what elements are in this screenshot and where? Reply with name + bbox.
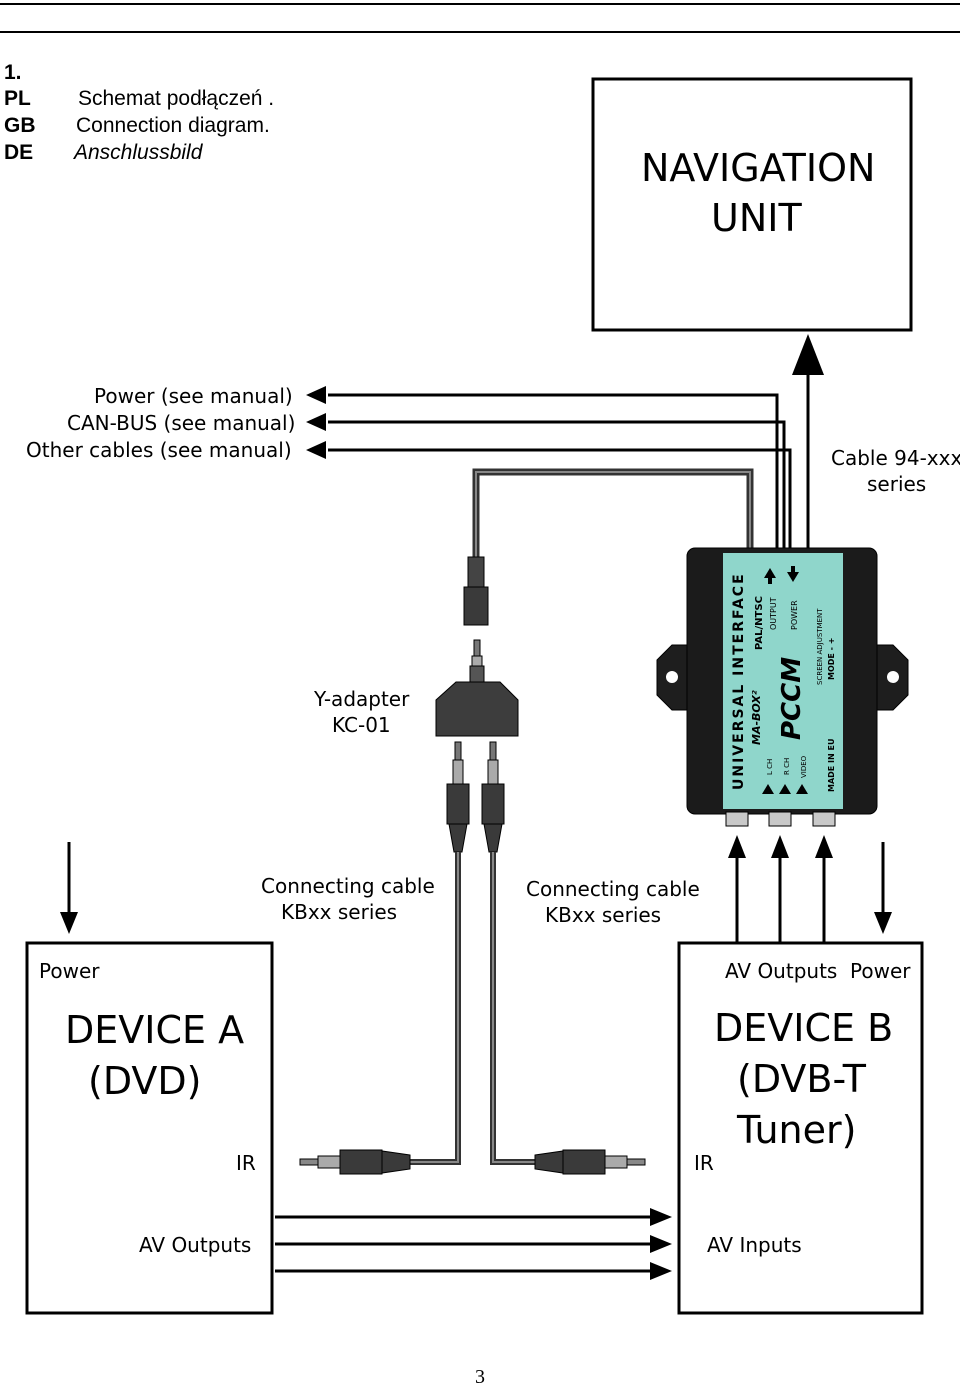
- interface-video: VIDEO: [800, 755, 808, 778]
- interface-pal: PAL/NTSC: [754, 596, 765, 650]
- interface-title: UNIVERSAL INTERFACE: [731, 572, 747, 790]
- section-number: 1.: [4, 61, 22, 84]
- av-up-arrow-2: [771, 835, 789, 858]
- av-arrow-1: [650, 1208, 672, 1226]
- cable-bundle: [328, 370, 810, 548]
- power-arrow-device-b: [874, 912, 892, 934]
- device-b-ir: IR: [694, 1151, 714, 1175]
- arrow-other-out: [306, 441, 326, 459]
- arrow-power-out: [306, 386, 326, 404]
- interface-box: [656, 547, 909, 827]
- y-adapter-label-2: KC-01: [332, 713, 391, 737]
- navigation-unit-title-2: UNIT: [711, 196, 802, 240]
- y-adapter-label-1: Y-adapter: [314, 687, 410, 711]
- caption-pl: Schemat podłączeń .: [78, 87, 275, 110]
- lang-code-gb: GB: [4, 114, 36, 137]
- interface-mode: MODE - +: [827, 638, 836, 680]
- interface-made: MADE IN EU: [827, 739, 836, 792]
- interface-lch: L CH: [766, 759, 774, 775]
- female-jack-plug: [463, 556, 489, 626]
- device-b-av-outputs: AV Outputs: [725, 959, 838, 983]
- canbus-cable-label: CAN-BUS (see manual): [67, 411, 296, 435]
- interface-screen: SCREEN ADJUSTMENT: [816, 608, 824, 685]
- lang-code-de: DE: [4, 141, 34, 164]
- av-arrow-2: [650, 1235, 672, 1253]
- jack-plug-right: [534, 1149, 646, 1175]
- lang-code-pl: PL: [4, 87, 31, 110]
- jack-plug-left: [299, 1149, 411, 1175]
- page-number: 3: [475, 1366, 485, 1388]
- device-b-av-inputs: AV Inputs: [707, 1233, 802, 1257]
- top-rule: [0, 3, 960, 5]
- connecting-cable-left-2: KBxx series: [281, 900, 398, 924]
- other-cables-label: Other cables (see manual): [26, 438, 292, 462]
- device-a-ir: IR: [236, 1151, 256, 1175]
- interface-brand: PCCM: [777, 657, 807, 740]
- caption-de: Anschlussbild: [74, 141, 203, 164]
- device-a-box: [25, 941, 274, 1315]
- device-b-power: Power: [850, 959, 911, 983]
- power-arrow-device-a: [60, 912, 78, 934]
- device-b-subtitle-2: Tuner): [737, 1108, 857, 1152]
- navigation-unit-box: [591, 77, 913, 332]
- av-arrow-3: [650, 1262, 672, 1280]
- interface-model: MA-BOX²: [750, 690, 763, 745]
- device-b-subtitle-1: (DVB-T: [737, 1057, 866, 1101]
- arrow-canbus-out: [306, 413, 326, 431]
- av-up-arrow-1: [728, 835, 746, 858]
- interface-output: OUTPUT: [769, 597, 778, 630]
- audio-cable-top: [472, 468, 754, 560]
- interface-rch: R CH: [783, 758, 791, 775]
- device-a-power: Power: [39, 959, 100, 983]
- connecting-cable-right-1: Connecting cable: [526, 877, 700, 901]
- interface-power: POWER: [790, 600, 799, 630]
- device-a-subtitle: (DVD): [88, 1059, 202, 1103]
- device-b-title: DEVICE B: [714, 1006, 894, 1050]
- device-b-box: [677, 941, 924, 1315]
- header-rule: [0, 31, 960, 33]
- av-up-arrow-3: [815, 835, 833, 858]
- connecting-cable-left-1: Connecting cable: [261, 874, 435, 898]
- navigation-unit-title-1: NAVIGATION: [641, 146, 876, 190]
- device-a-title: DEVICE A: [65, 1008, 245, 1052]
- cable-94-label-2: series: [867, 472, 927, 496]
- y-adapter: [435, 639, 519, 853]
- arrow-to-navigation: [792, 334, 824, 375]
- caption-gb: Connection diagram.: [76, 114, 270, 137]
- av-links: [275, 1215, 652, 1273]
- connecting-cable-right-2: KBxx series: [545, 903, 662, 927]
- cable-94-label-1: Cable 94-xxx: [831, 446, 960, 470]
- device-a-av-outputs: AV Outputs: [139, 1233, 252, 1257]
- power-cable-label: Power (see manual): [94, 384, 293, 408]
